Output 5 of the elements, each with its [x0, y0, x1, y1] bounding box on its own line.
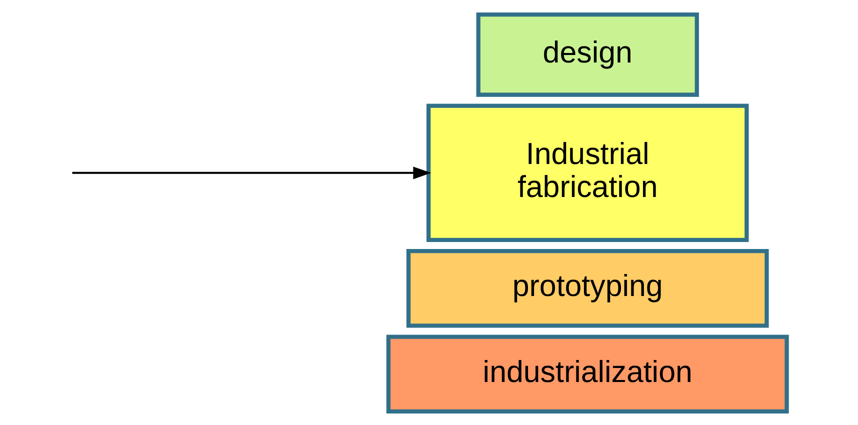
node-box: industrialization [386, 334, 789, 414]
node-box: prototyping [406, 248, 769, 328]
node-box: Industrial fabrication [426, 103, 749, 242]
arrow [72, 166, 432, 179]
node-box: design [476, 12, 699, 96]
